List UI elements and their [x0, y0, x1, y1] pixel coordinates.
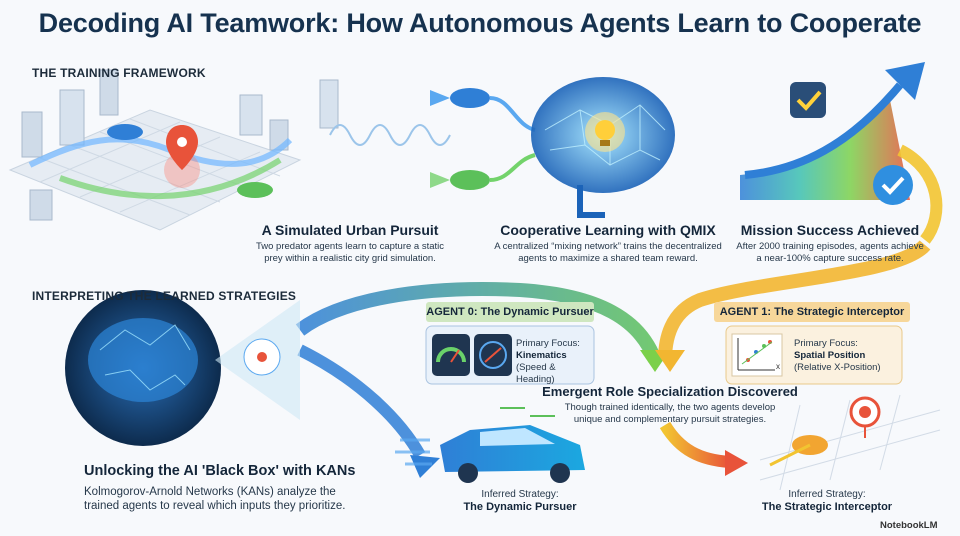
scatter-chart-icon: [731, 333, 783, 377]
focus-value: Spatial Position: [794, 350, 866, 361]
focus-detail: (Relative X-Position): [794, 362, 881, 373]
gauge-icon: [432, 334, 470, 376]
strategy-heading: Inferred Strategy:: [481, 489, 559, 500]
emergent-body-line: Though trained identically, the two agen…: [564, 402, 776, 413]
compass-icon: [474, 334, 512, 376]
notebooklm-watermark: NotebookLM: [880, 520, 938, 531]
agent-1-focus: Primary Focus: Spatial Position (Relativ…: [794, 338, 900, 374]
location-pin-icon: [164, 125, 200, 188]
focus-value: Kinematics: [516, 350, 567, 361]
city-map-icon: [8, 69, 339, 231]
kan-body-line: Kolmogorov-Arnold Networks (KANs) analyz…: [84, 486, 336, 498]
drone-icon: [430, 88, 536, 190]
success-bar-chart-icon: [740, 62, 925, 200]
step-title: A Simulated Urban Pursuit: [261, 222, 439, 238]
kan-body-line: trained agents to reveal which inputs th…: [84, 500, 346, 512]
strategy-heading: Inferred Strategy:: [788, 489, 866, 500]
arrow-up-icon: [897, 144, 943, 244]
focus-heading: Primary Focus:: [794, 338, 858, 349]
step-title: Mission Success Achieved: [740, 222, 920, 238]
training-step-urban-pursuit: A Simulated Urban Pursuit Two predator a…: [232, 222, 468, 265]
step-body-line: a near-100% capture success rate.: [756, 253, 904, 264]
step-body: After 2000 training episodes, agents ach…: [730, 241, 930, 265]
agent-1-strategy: Inferred Strategy: The Strategic Interce…: [752, 488, 902, 514]
emergent-body-line: unique and complementary pursuit strateg…: [573, 414, 767, 425]
agent-0-label: AGENT 0: The Dynamic Pursuer: [426, 302, 594, 322]
kan-block: Unlocking the AI 'Black Box' with KANs K…: [84, 463, 404, 513]
strategy-name: The Strategic Interceptor: [761, 501, 893, 513]
lightbulb-icon: [585, 112, 625, 152]
step-body-line: agents to maximize a shared team reward.: [518, 253, 698, 264]
step-body: Two predator agents learn to capture a s…: [232, 241, 468, 265]
step-body-line: Two predator agents learn to capture a s…: [256, 241, 444, 252]
section-heading-interpreting: INTERPRETING THE LEARNED STRATEGIES: [32, 289, 297, 303]
agent-1-label: AGENT 1: The Strategic Interceptor: [714, 302, 910, 322]
car-icon: [769, 435, 828, 467]
emergent-title: Emergent Role Specialization Discovered: [542, 384, 798, 399]
step-body-line: After 2000 training episodes, agents ach…: [736, 241, 924, 252]
step-title: Cooperative Learning with QMIX: [500, 222, 716, 238]
kan-body: Kolmogorov-Arnold Networks (KANs) analyz…: [84, 485, 404, 513]
section-heading-training: THE TRAINING FRAMEWORK: [32, 66, 206, 80]
step-body: A centralized “mixing network” trains th…: [480, 241, 736, 265]
kan-brain-orb-icon: [65, 290, 300, 446]
car-icon: [395, 407, 585, 483]
agent-0-strategy: Inferred Strategy: The Dynamic Pursuer: [450, 488, 590, 514]
scatter-axis-label: x: [776, 362, 780, 371]
step-body-line: prey within a realistic city grid simula…: [264, 253, 436, 264]
step-body-line: A centralized “mixing network” trains th…: [494, 241, 722, 252]
page-title: Decoding AI Teamwork: How Autonomous Age…: [38, 8, 922, 38]
focus-detail: (Speed & Heading): [516, 362, 556, 385]
checkmark-icon: [790, 82, 913, 205]
grid-floor: [759, 394, 941, 491]
agent-0-focus: Primary Focus: Kinematics (Speed & Headi…: [516, 338, 594, 386]
emergent-body: Though trained identically, the two agen…: [520, 402, 820, 426]
training-step-success: Mission Success Achieved After 2000 trai…: [730, 222, 930, 265]
target-icon: [849, 396, 881, 438]
kan-title: Unlocking the AI 'Black Box' with KANs: [84, 463, 356, 479]
car-icon: [107, 124, 273, 198]
strategy-name: The Dynamic Pursuer: [463, 501, 577, 513]
training-step-qmix: Cooperative Learning with QMIX A central…: [480, 222, 736, 265]
focus-heading: Primary Focus:: [516, 338, 580, 349]
emergent-role: Emergent Role Specialization Discovered …: [520, 384, 820, 426]
